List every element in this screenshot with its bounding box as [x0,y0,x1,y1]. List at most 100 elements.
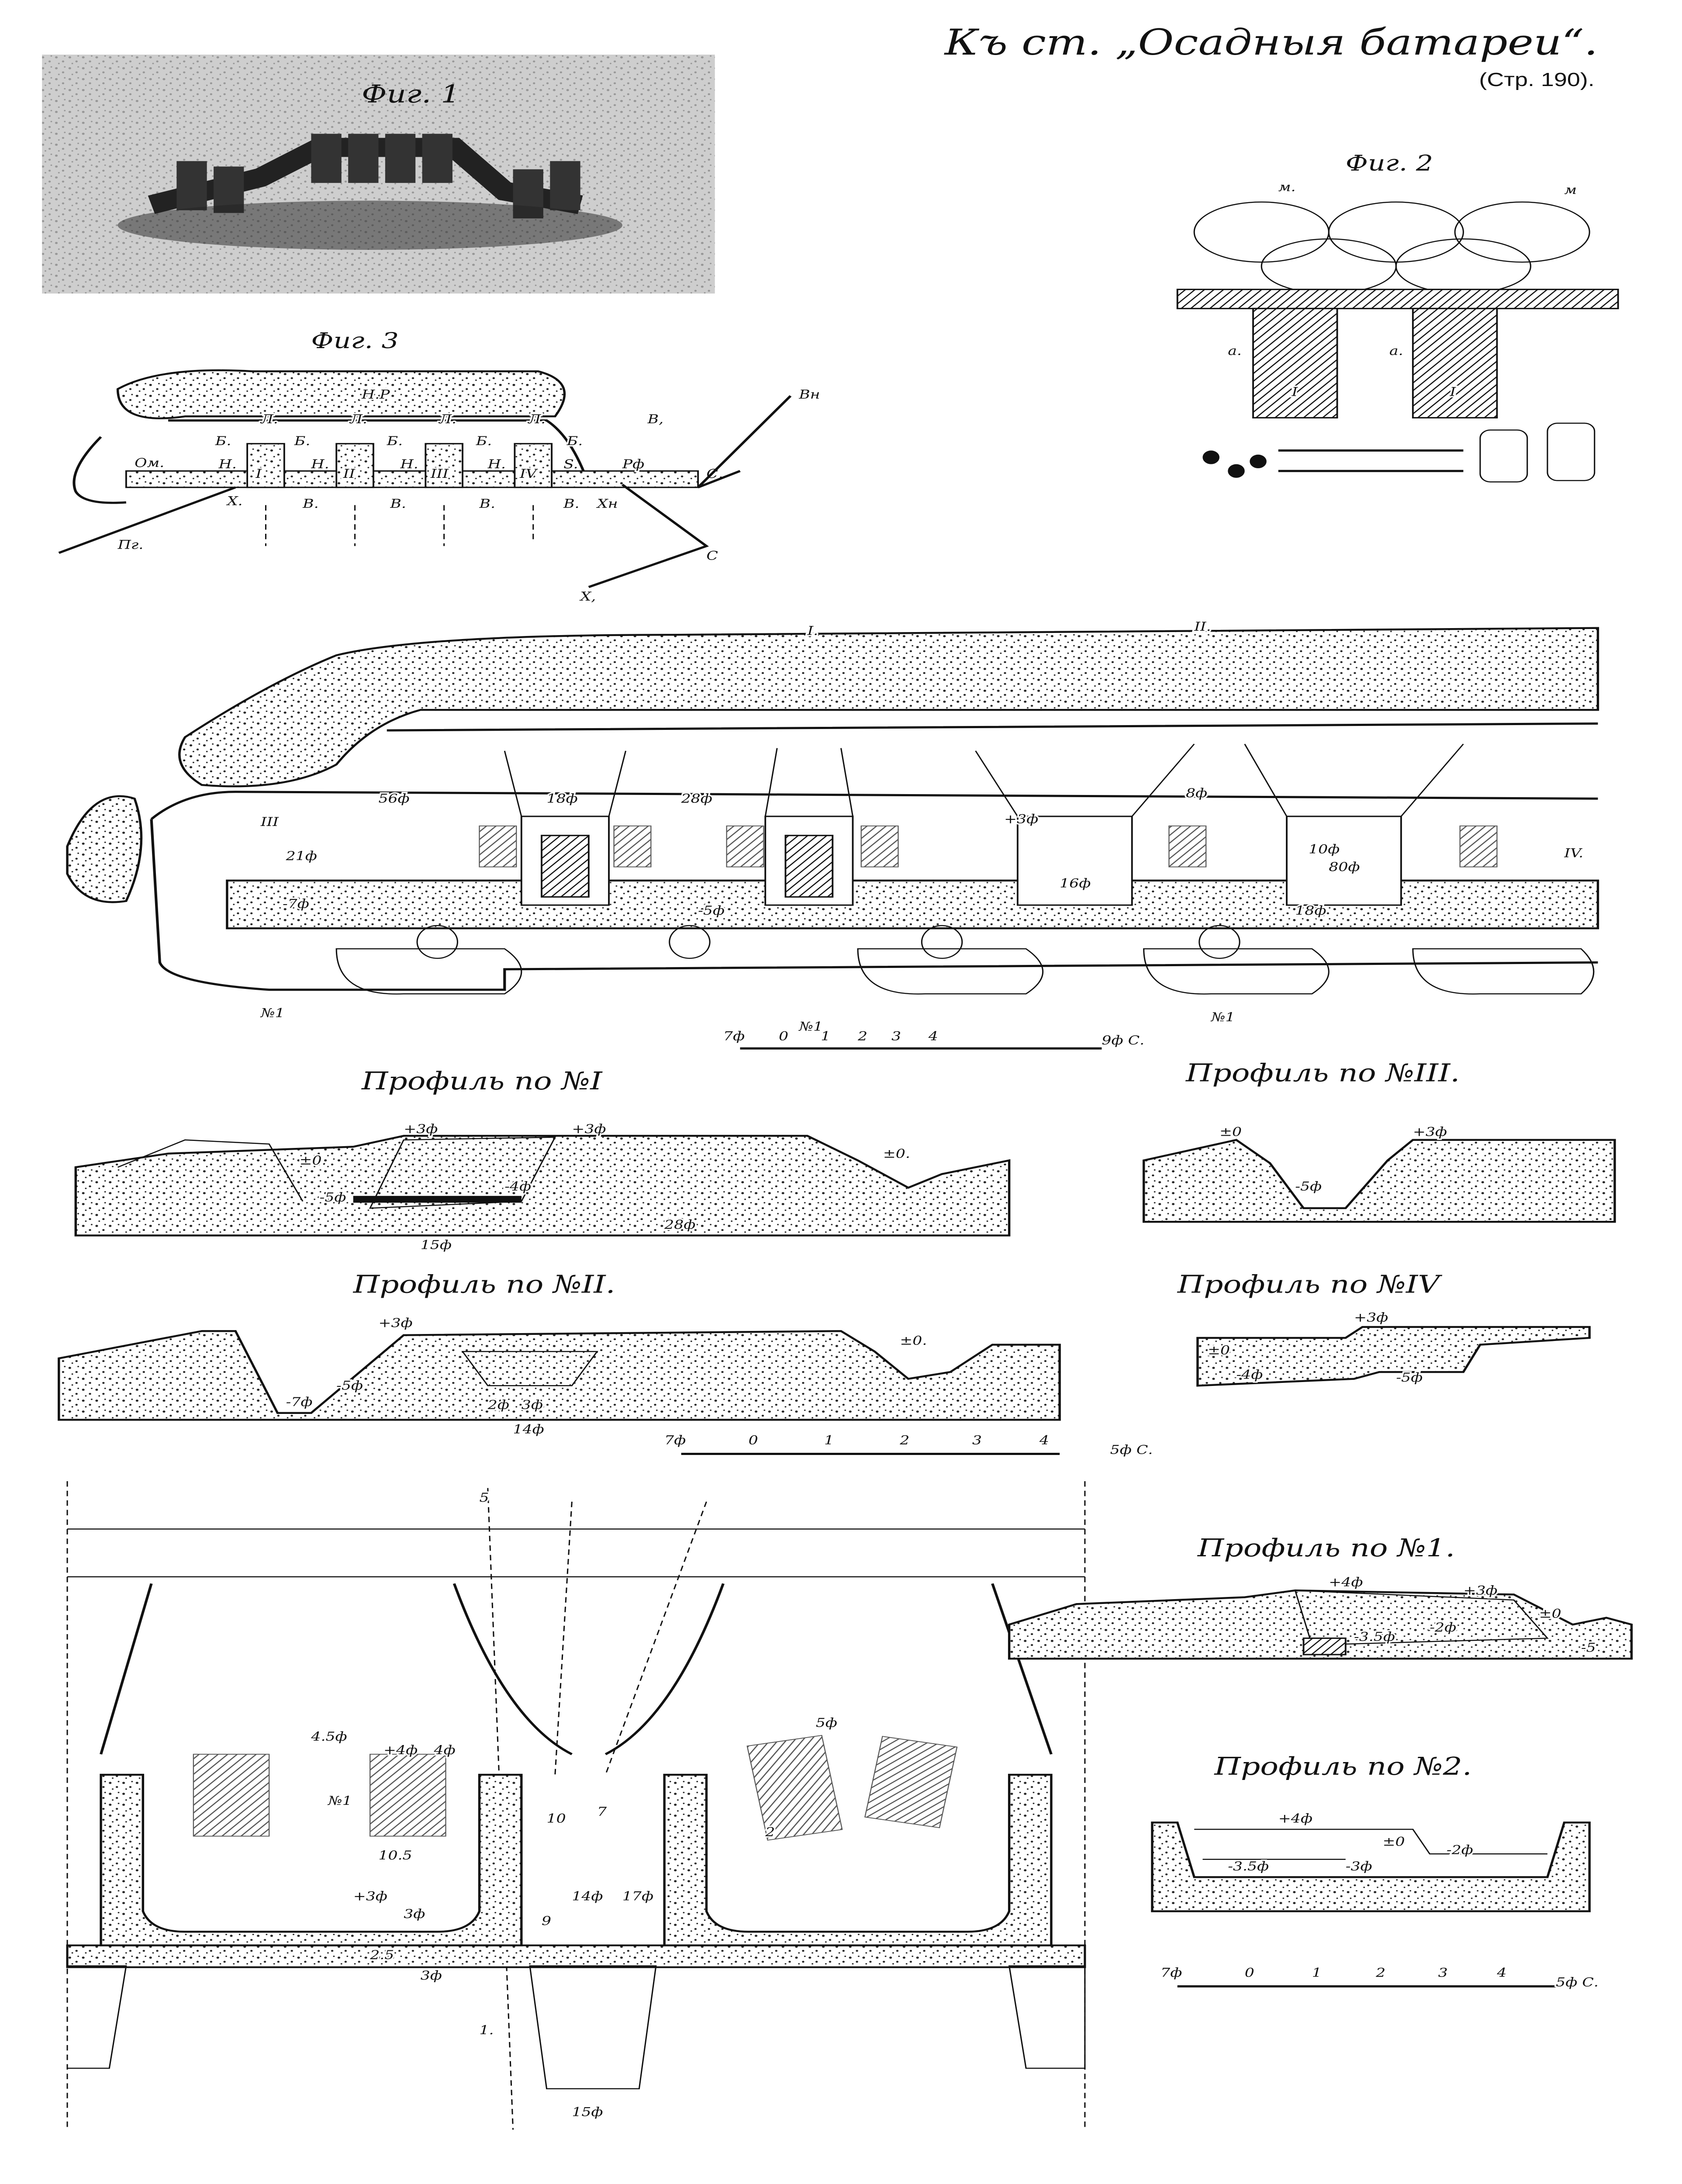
detail-label: 14ф [572,1890,603,1904]
fig3-gun-label: III [430,467,449,481]
profile-III: Профиль по №III. ±0 +3ф -5ф [1142,1058,1616,1223]
fig3-label: Б. [215,434,231,448]
profile-label: ±0 [1383,1835,1405,1849]
scale-label: 7ф [664,1434,686,1448]
detail-label: 3ф [404,1907,425,1921]
fig3-caption: Фиг. 3 [311,328,398,354]
fig3-label: Л. [260,412,278,426]
figure-2: Фиг. 2 м. м а. а. I I [1176,151,1619,483]
detail-label: 15ф [572,2105,603,2119]
scale-tick: 3 [972,1434,982,1448]
profile-label: +3ф [1354,1310,1388,1324]
profile-title: Профиль по №1. [1197,1533,1455,1562]
fig3-gun-label: I [255,467,262,481]
fig3-label: Л. [438,412,456,426]
scale-tick: 4 [1496,1966,1506,1980]
fig3-label: Н.Р [361,388,390,402]
profile-label: +3ф [1413,1125,1447,1139]
plate-title: Къ ст. „Осадныя батареи“. [944,21,1598,63]
fig3-label: Пг. [117,538,143,552]
detail-label: 5 [480,1491,489,1505]
profile-label: +3ф [378,1316,412,1330]
detail-label: 2.5 [370,1948,394,1962]
fig2-label: I [1291,385,1298,399]
detail-label: 7 [597,1805,607,1819]
detail-label: 9 [542,1914,551,1928]
profile-title: Профиль по №III. [1185,1058,1460,1087]
profile-title: Профиль по №IV [1177,1270,1443,1299]
profile-label: -7ф [286,1395,313,1409]
fig3-label: Х. [226,494,243,508]
profile-label: -5ф [336,1379,363,1393]
profile-label: -5ф [1396,1371,1423,1385]
fig3-label: С [706,549,718,563]
profile-title: Профиль по №II. [353,1270,615,1299]
fig3-label: Б. [476,434,492,448]
detail-label: 4.5ф [311,1730,347,1744]
dimension-label: 18ф [547,792,578,806]
fig3-label: Н. [400,457,418,471]
profile-marker: №1 [1210,1010,1235,1024]
profile-label: 3ф [522,1398,543,1412]
profile-marker: №1 [260,1006,285,1020]
profile-label: +4ф [1278,1811,1312,1825]
battery-plan: I. II. III IV. 56ф 28ф 18ф 8ф 21ф +3ф -7… [66,619,1599,1050]
detail-label: 10 [547,1811,566,1825]
fig3-label: Б. [294,434,311,448]
fig2-label: м [1564,183,1577,197]
detail-label: 1. [480,2023,494,2037]
fig3-label: В, [647,412,664,426]
profile-label: +4ф [1329,1576,1363,1590]
scale-tick: 1 [824,1434,834,1448]
detail-label: 10.5 [378,1849,412,1863]
scale-label: 7ф [1160,1966,1182,1980]
profile-label: +3ф [1463,1584,1497,1598]
dimension-label: +3ф [1004,812,1038,826]
profile-2: Профиль по №2. +4ф ±0 -3.5ф -3ф -2ф [1151,1752,1591,1912]
fig3-label: В. [390,497,406,511]
profile-label: -5ф [320,1190,346,1204]
profile-label: +3ф [404,1122,438,1136]
page-reference: (Стр. 190). [1479,69,1594,90]
scale-label: 5ф С. [1556,1975,1599,1989]
scale-tick: 0 [749,1434,758,1448]
scale-tick: 0 [1245,1966,1254,1980]
scale-tick: 4 [928,1030,938,1044]
profile-marker: №1 [798,1020,823,1034]
profile-label: ±0 [1539,1607,1561,1621]
dimension-label: 18ф [1295,904,1326,918]
dimension-label: 80ф [1329,860,1360,874]
dimension-label: -5ф [698,904,725,918]
profile-label: -5ф [1295,1179,1322,1193]
detail-plan: 4.5ф 5ф +4ф 4ф №1 10.5 +3ф 3ф 2 10 7 14ф… [66,1481,1086,2130]
fig3-label: Х, [579,590,596,604]
fig3-label: Ом. [135,456,164,470]
profile-label: ±0. [299,1154,326,1168]
scale-bar-2: 7ф 0 1 2 3 4 5ф С. [663,1432,1154,1458]
profile-label: -3ф [1346,1859,1372,1873]
fig2-label: а. [1228,344,1242,358]
scale-tick: 3 [891,1030,901,1044]
fig3-label: Хн [596,497,618,511]
fig3-label: Н. [487,457,506,471]
dimension-label: 21ф [286,849,317,863]
detail-label: №1 [327,1794,352,1808]
profile-label: ±0. [900,1334,927,1348]
profile-label: +3ф [572,1122,606,1136]
fig2-caption: Фиг. 2 [1346,151,1433,176]
scale-tick: 1 [1312,1966,1322,1980]
profile-label: 14ф [513,1423,544,1437]
profile-II: Профиль по №II. +3ф ±0. -7ф -5ф 2ф 3ф 14… [58,1270,1061,1438]
profile-label: -3.5ф [1228,1859,1269,1873]
scale-tick: 3 [1438,1966,1448,1980]
section-marker: III [260,815,279,829]
section-marker: I. [807,624,818,638]
fig2-label: I [1449,385,1456,399]
fig3-label: Б. [387,434,403,448]
fig1-caption: Фиг. 1 [362,79,460,108]
detail-label: 2 [765,1825,775,1839]
detail-label: +3ф [353,1890,387,1904]
dimension-label: -7ф [283,897,309,911]
detail-label: +4ф [383,1743,418,1757]
